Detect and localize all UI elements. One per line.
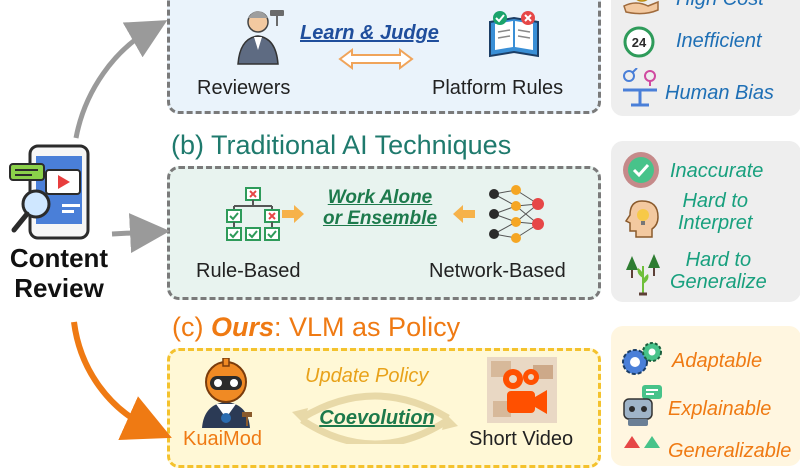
explainable-label: Explainable xyxy=(668,398,772,420)
adaptable-label: Adaptable xyxy=(672,350,763,372)
generalizable-label: Generalizable xyxy=(668,440,792,462)
reviewers-label: Reviewers xyxy=(197,77,291,99)
coevolution-cycle-arrows xyxy=(292,392,458,444)
inefficient-label: Inefficient xyxy=(676,30,762,52)
work-alone-line1: Work Alone xyxy=(327,187,433,208)
coevolution-label: Coevolution xyxy=(319,407,435,429)
rule-based-label: Rule-Based xyxy=(196,260,301,282)
panel-c-heading-suffix: : VLM as Policy xyxy=(274,312,461,342)
rule-tree-icon xyxy=(226,187,280,241)
arrows-icon xyxy=(624,436,660,448)
inaccurate-label: Inaccurate xyxy=(670,160,764,182)
arrow-to-panel-b xyxy=(111,213,170,254)
double-arrow-icon xyxy=(338,48,414,70)
learn-judge-label: Learn & Judge xyxy=(300,22,439,44)
platform-rules-label: Platform Rules xyxy=(432,77,564,99)
content-review-line1: Content xyxy=(9,243,109,273)
gender-scale-icon xyxy=(623,68,657,107)
robot-chat-icon xyxy=(623,385,662,426)
plants-icon xyxy=(626,254,660,296)
neural-network-icon xyxy=(489,185,544,243)
reviewer-judge-icon xyxy=(237,10,284,65)
work-alone-label: Work Alone or Ensemble xyxy=(310,187,450,229)
short-video-label: Short Video xyxy=(469,428,574,450)
panel-c-heading: (c) Ours: VLM as Policy xyxy=(172,312,460,343)
clock-24-icon: 24 xyxy=(623,26,655,58)
panel-c-heading-ours: Ours xyxy=(210,312,275,342)
work-alone-line2: or Ensemble xyxy=(322,208,438,229)
content-review-title: Content Review xyxy=(0,243,118,303)
coin-hand-icon xyxy=(623,0,659,15)
hard-to-interpret-label: Hard to Interpret xyxy=(678,190,752,234)
panel-c-heading-prefix: (c) xyxy=(172,312,211,342)
svg-text:24: 24 xyxy=(632,35,647,50)
hard-to-generalize-line2: Generalize xyxy=(670,271,767,293)
panel-b-heading: (b) Traditional AI Techniques xyxy=(171,130,512,160)
content-review-phone-icon xyxy=(9,144,90,240)
kuaimod-mascot-icon xyxy=(202,358,252,428)
high-cost-label: High Cost xyxy=(676,0,764,10)
kuaimod-label: KuaiMod xyxy=(183,428,262,450)
update-policy-label: Update Policy xyxy=(305,365,429,387)
hard-to-interpret-line2: Interpret xyxy=(678,212,753,234)
network-based-label: Network-Based xyxy=(429,260,566,282)
short-video-icon xyxy=(487,357,557,423)
hard-to-generalize-label: Hard to Generalize xyxy=(670,249,767,293)
arrow-to-panel-c xyxy=(71,321,172,441)
human-bias-label: Human Bias xyxy=(665,82,774,104)
platform-rules-book-icon xyxy=(489,11,539,58)
flow-arrows xyxy=(71,20,172,441)
gears-icon xyxy=(622,342,662,375)
arrow-right-icon xyxy=(282,205,304,223)
content-review-line2: Review xyxy=(14,273,104,303)
arrow-left-icon xyxy=(453,205,475,223)
head-bulb-icon xyxy=(624,200,659,238)
hard-to-interpret-line1: Hard to xyxy=(682,190,749,212)
hard-to-generalize-line1: Hard to xyxy=(685,249,752,271)
top-side-panel xyxy=(611,0,800,116)
check-circle-icon xyxy=(623,152,659,188)
arrow-to-panel-a xyxy=(73,20,168,139)
